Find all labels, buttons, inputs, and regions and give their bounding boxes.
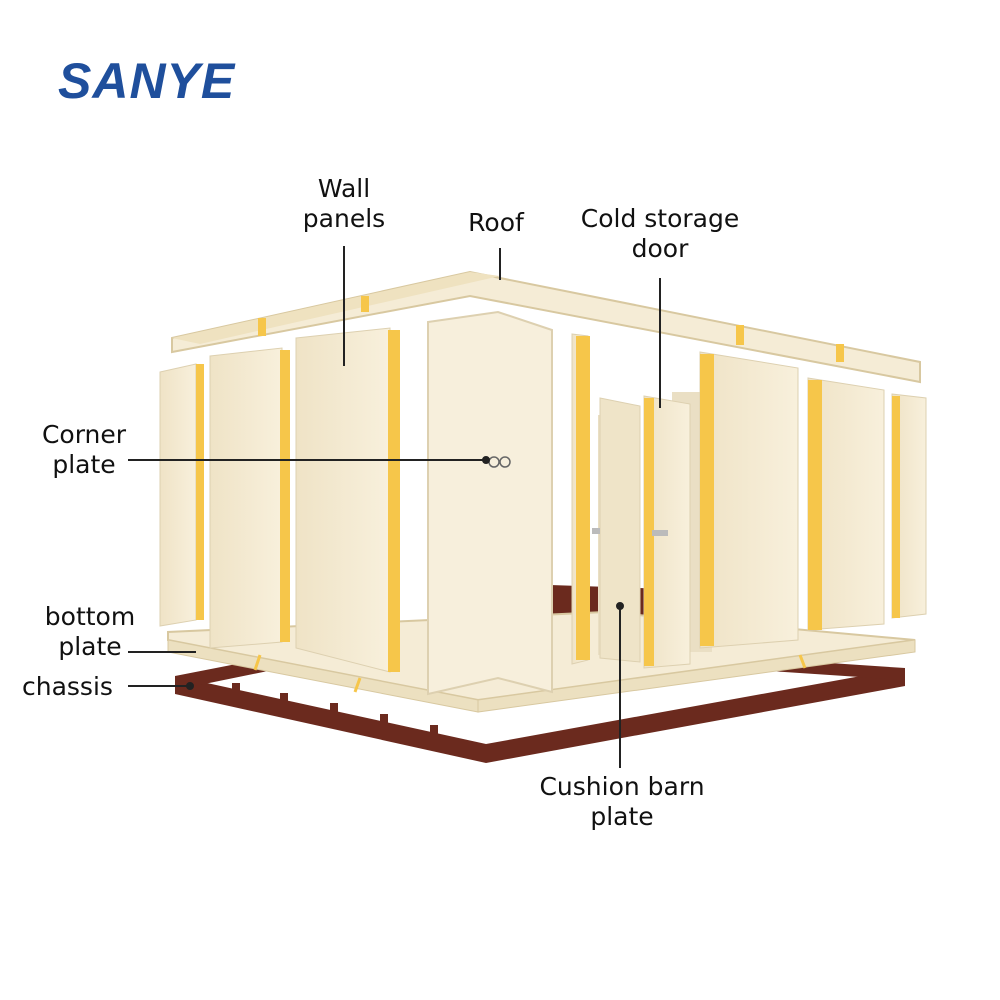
leader-lines bbox=[128, 246, 661, 768]
corner-plate-shape bbox=[427, 310, 553, 696]
label-bottom-plate: bottom plate bbox=[44, 602, 136, 661]
roof-shape bbox=[171, 270, 921, 384]
right-wall-panels bbox=[571, 333, 927, 669]
label-wall-panels: Wall panels bbox=[302, 174, 386, 233]
label-cushion-barn-plate: Cushion barn plate bbox=[539, 772, 705, 831]
left-wall-panels bbox=[159, 327, 400, 673]
label-chassis: chassis bbox=[22, 672, 113, 701]
sanye-logo: SANYE bbox=[58, 53, 236, 109]
label-corner-plate: Corner plate bbox=[41, 420, 127, 479]
label-roof: Roof bbox=[468, 208, 524, 237]
label-cold-storage-door: Cold storage door bbox=[580, 204, 740, 263]
